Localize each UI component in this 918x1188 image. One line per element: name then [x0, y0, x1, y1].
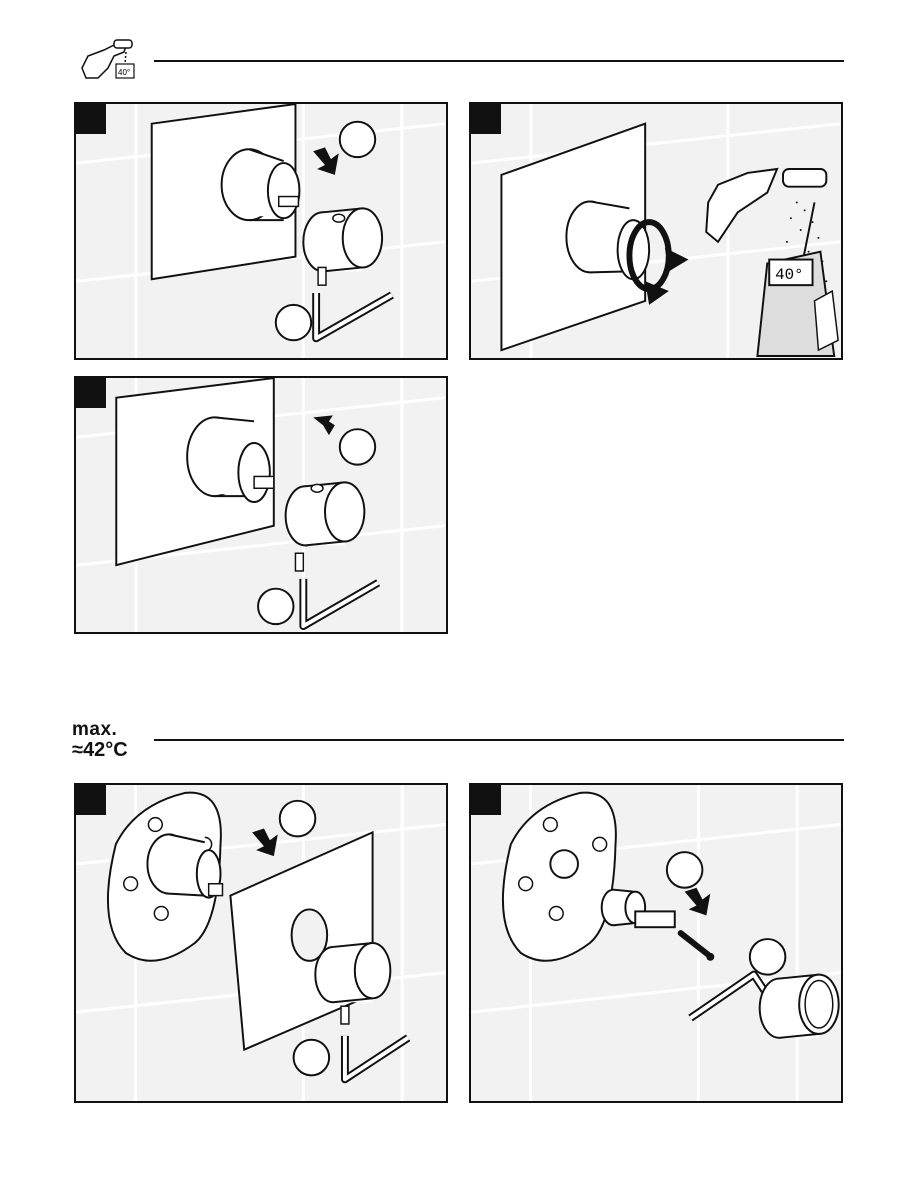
icon-display: 40°	[118, 68, 130, 77]
step-panel-4	[74, 783, 448, 1103]
set-screw-icon	[295, 553, 303, 571]
section2-rule	[154, 739, 844, 741]
step-panel-3	[74, 376, 448, 634]
max-label: max.	[72, 719, 117, 741]
step-panel-1	[74, 102, 448, 360]
callout-circle	[340, 122, 375, 157]
callout-circle	[294, 1040, 330, 1076]
callout-circle	[667, 852, 703, 888]
temp-label: ≈42°C	[72, 739, 128, 762]
mounting-plate	[503, 793, 616, 961]
arrow-icon	[685, 888, 711, 916]
cartridge	[222, 149, 300, 220]
callout-circle	[276, 305, 311, 340]
step-panel-2: 40°	[469, 102, 843, 360]
callout-circle	[340, 429, 375, 464]
screw-icon	[681, 933, 709, 955]
set-screw-icon	[318, 267, 326, 285]
knob-icon	[286, 482, 365, 545]
step-panel-5	[469, 783, 843, 1103]
arrow-icon	[252, 828, 278, 856]
arrow-icon	[313, 147, 339, 175]
thermometer-icon: 40°	[757, 202, 838, 356]
knob-icon	[303, 208, 382, 271]
hand-shower-thermometer-icon: 40°	[78, 38, 148, 84]
extension-icon	[602, 890, 675, 928]
set-screw-icon	[341, 1006, 349, 1024]
knob-icon	[760, 975, 839, 1038]
callout-circle	[280, 801, 316, 837]
thermometer-display: 40°	[775, 266, 803, 284]
knob-icon	[315, 943, 390, 1002]
arrow-icon	[313, 415, 335, 435]
header-rule	[154, 60, 844, 62]
callout-circle	[258, 589, 293, 624]
callout-circle	[750, 939, 786, 975]
